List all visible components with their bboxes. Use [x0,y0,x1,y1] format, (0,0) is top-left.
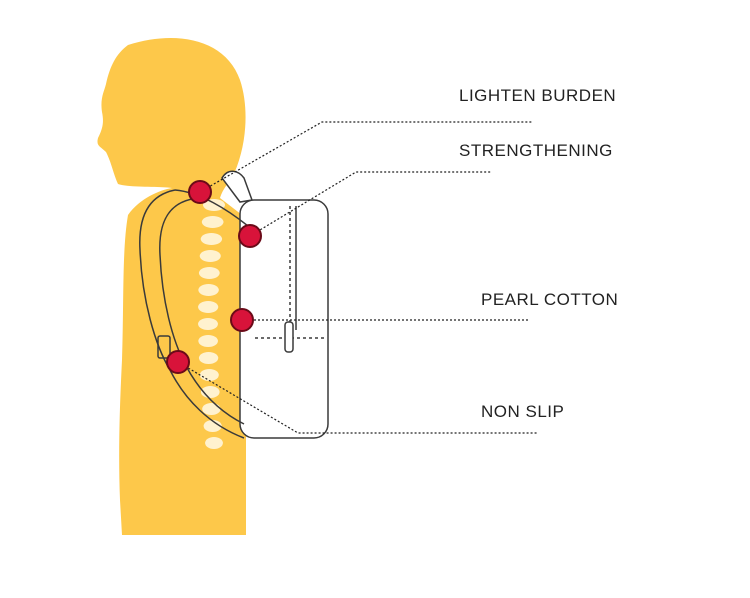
vertebra [203,420,222,432]
strap-top-edge [174,189,249,227]
vertebra [198,352,219,364]
vertebra [198,267,220,279]
vertebra [198,284,219,296]
backpack-zipper-pull [284,321,294,353]
label-pearl-cotton: PEARL COTTON [481,290,619,309]
vertebra [200,233,223,245]
strap-inner-edge [159,197,245,425]
leader-lines [177,121,538,434]
vertebra [205,437,223,449]
label-strengthening: STRENGTHENING [459,141,613,160]
spine [198,199,225,449]
vertebra [199,250,221,262]
vertebra [201,216,224,228]
red-marker [188,180,212,204]
shoulder-strap [139,189,249,439]
vertebra [198,301,219,313]
leader-line [249,171,492,237]
red-marker [230,308,254,332]
strap-buckle [157,335,171,359]
vertebra [199,369,219,381]
label-non-slip: NON SLIP [481,402,565,421]
label-lighten-burden: LIGHTEN BURDEN [459,86,617,105]
leader-line [199,121,532,193]
backpack-top-handle [221,170,254,203]
child-silhouette [97,38,247,536]
vertebra [203,199,225,211]
markers [166,180,262,374]
vertebra [198,318,218,330]
red-marker [238,224,262,248]
red-marker [166,350,190,374]
vertebra [202,403,221,415]
strap-outer-edge [139,189,245,439]
vertebra [198,335,218,347]
